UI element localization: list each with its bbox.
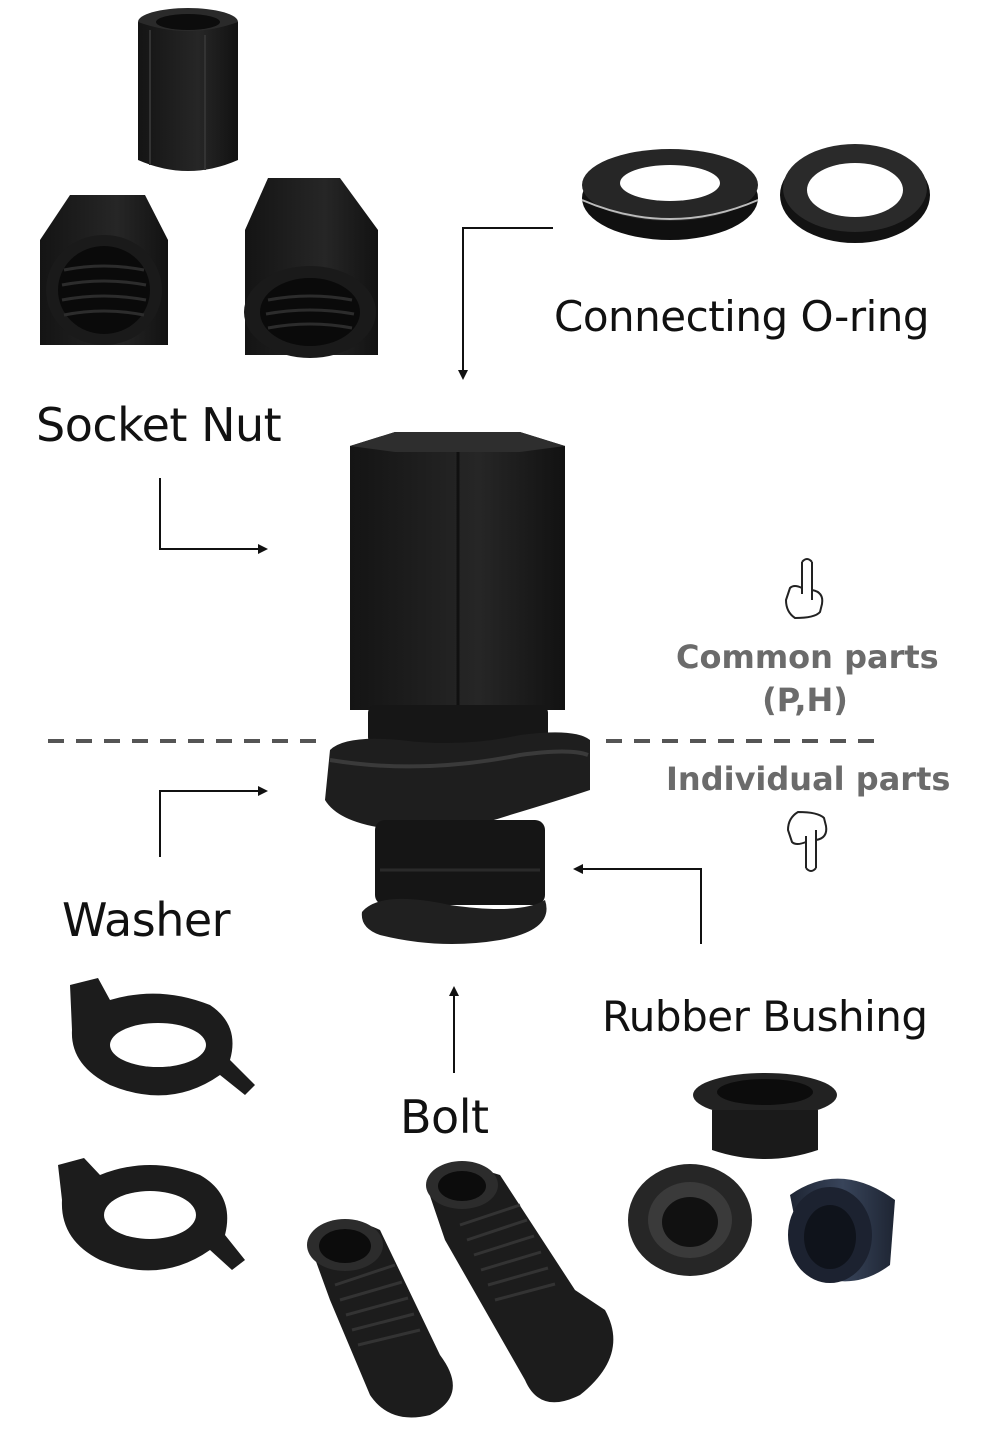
bolt-left-image bbox=[307, 1219, 453, 1418]
oring-left-image bbox=[581, 149, 759, 240]
oring-right-image bbox=[780, 144, 930, 243]
arrow-socket-nut bbox=[159, 478, 268, 554]
arrow-washer bbox=[159, 786, 268, 857]
rubber-bushing-photos bbox=[628, 1073, 895, 1283]
arrow-bushing bbox=[573, 864, 702, 944]
arrows bbox=[159, 227, 702, 1073]
socket-nut-right-image bbox=[244, 178, 378, 358]
bolt-photos bbox=[307, 1161, 614, 1418]
note-common-parts-codes: (P,H) bbox=[762, 681, 848, 719]
hand-pointing-up-icon bbox=[785, 558, 824, 619]
socket-nut-standing-image bbox=[138, 8, 238, 171]
socket-nut-photos bbox=[40, 8, 378, 358]
washer-photos bbox=[58, 978, 255, 1271]
assembled-connector-image bbox=[325, 432, 590, 944]
bolt-right-image bbox=[426, 1161, 614, 1403]
hand-pointing-down-icon bbox=[787, 811, 828, 872]
socket-nut-left-image bbox=[40, 195, 168, 345]
label-washer: Washer bbox=[62, 893, 231, 947]
bushing-blue-image bbox=[788, 1178, 895, 1283]
washer-top-image bbox=[70, 978, 255, 1096]
connecting-oring-photos bbox=[581, 144, 930, 243]
note-individual-parts: Individual parts bbox=[666, 760, 951, 798]
note-common-parts: Common parts bbox=[676, 638, 939, 676]
label-connecting-oring: Connecting O-ring bbox=[554, 292, 930, 341]
label-rubber-bushing: Rubber Bushing bbox=[602, 992, 928, 1041]
washer-bottom-image bbox=[58, 1158, 245, 1271]
label-socket-nut: Socket Nut bbox=[36, 398, 282, 452]
arrow-oring bbox=[458, 227, 553, 380]
bushing-top-image bbox=[693, 1073, 837, 1159]
label-bolt: Bolt bbox=[400, 1090, 489, 1144]
bushing-left-image bbox=[628, 1164, 752, 1276]
